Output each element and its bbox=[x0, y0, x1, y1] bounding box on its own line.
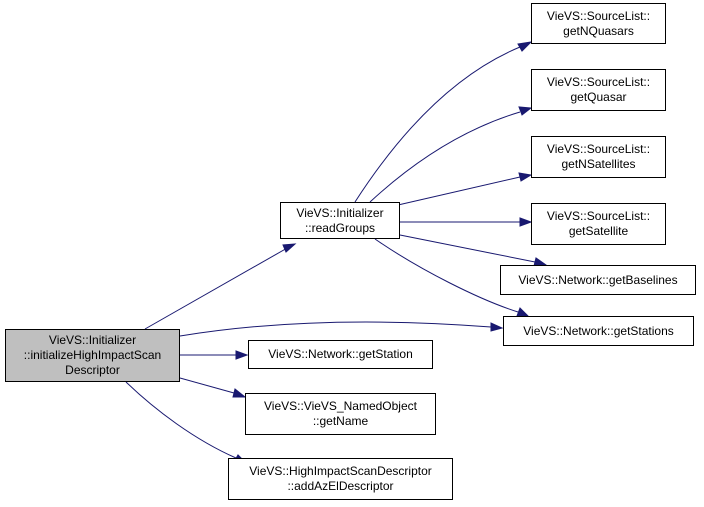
node-label-line: Descriptor bbox=[65, 363, 120, 377]
arrowhead-icon bbox=[516, 307, 530, 317]
arrowhead-icon bbox=[518, 106, 533, 116]
node-read-groups[interactable]: VieVS::Initializer ::readGroups bbox=[280, 202, 400, 239]
node-label-line: VieVS::Network::getBaselines bbox=[518, 272, 678, 287]
node-add-az-el-descriptor[interactable]: VieVS::HighImpactScanDescriptor ::addAzE… bbox=[228, 458, 453, 500]
node-label-line: getNQuasars bbox=[563, 23, 634, 38]
node-label-line: VieVS::HighImpactScanDescriptor bbox=[249, 464, 432, 478]
node-get-stations[interactable]: VieVS::Network::getStations bbox=[503, 316, 694, 346]
node-get-quasar[interactable]: VieVS::SourceList:: getQuasar bbox=[531, 69, 666, 111]
node-label-line: VieVS::SourceList:: bbox=[546, 75, 651, 89]
node-label-line: VieVS::Network::getStation bbox=[268, 347, 413, 361]
node-label-line: VieVS::SourceList:: bbox=[546, 8, 651, 23]
node-get-n-satellites[interactable]: VieVS::SourceList:: getNSatellites bbox=[531, 136, 666, 178]
arrowhead-icon bbox=[282, 243, 297, 253]
node-label-line: VieVS::SourceList:: bbox=[546, 209, 651, 223]
node-label-line: getQuasar bbox=[570, 90, 627, 104]
node-get-baselines[interactable]: VieVS::Network::getBaselines bbox=[500, 265, 696, 295]
node-label-line: getNSatellites bbox=[561, 157, 636, 171]
edge-root-to-get-stations bbox=[179, 321, 492, 337]
node-label-line: VieVS::Initializer bbox=[296, 205, 384, 220]
edge-read-groups-to-get-stations bbox=[374, 238, 519, 313]
node-get-n-quasars[interactable]: VieVS::SourceList:: getNQuasars bbox=[531, 3, 666, 44]
edge-root-to-add-az-el bbox=[125, 381, 237, 459]
node-get-name[interactable]: VieVS::VieVS_NamedObject ::getName bbox=[245, 393, 436, 435]
node-label-line: VieVS::VieVS_NamedObject bbox=[264, 399, 417, 413]
node-label-line: ::readGroups bbox=[304, 220, 376, 235]
node-get-satellite[interactable]: VieVS::SourceList:: getSatellite bbox=[531, 203, 666, 245]
node-initialize-high-impact-scan-descriptor: VieVS::Initializer ::initializeHighImpac… bbox=[5, 329, 180, 382]
node-label-line: VieVS::Initializer bbox=[48, 333, 137, 347]
node-label-line: getSatellite bbox=[568, 224, 629, 238]
node-label-line: ::getName bbox=[312, 414, 369, 428]
arrowhead-icon bbox=[518, 172, 533, 182]
edge-root-to-get-name bbox=[179, 377, 235, 394]
edge-root-to-read-groups bbox=[144, 246, 290, 330]
arrowhead-icon bbox=[517, 41, 533, 52]
arrowhead-icon bbox=[232, 388, 247, 398]
node-label-line: VieVS::Network::getStations bbox=[523, 323, 674, 338]
node-label-line: ::addAzElDescriptor bbox=[287, 479, 394, 493]
edge-read-groups-to-get-quasar bbox=[369, 111, 521, 203]
node-get-station[interactable]: VieVS::Network::getStation bbox=[248, 340, 433, 369]
node-label-line: VieVS::SourceList:: bbox=[546, 142, 651, 156]
edge-read-groups-to-get-baselines bbox=[399, 234, 536, 263]
arrowhead-icon bbox=[490, 322, 504, 332]
edge-read-groups-to-get-n-satellites bbox=[397, 176, 521, 206]
edge-read-groups-to-get-n-quasars bbox=[354, 46, 521, 203]
arrowhead-icon bbox=[519, 217, 533, 227]
node-label-line: ::initializeHighImpactScan bbox=[23, 348, 162, 362]
arrowhead-icon bbox=[235, 350, 249, 360]
